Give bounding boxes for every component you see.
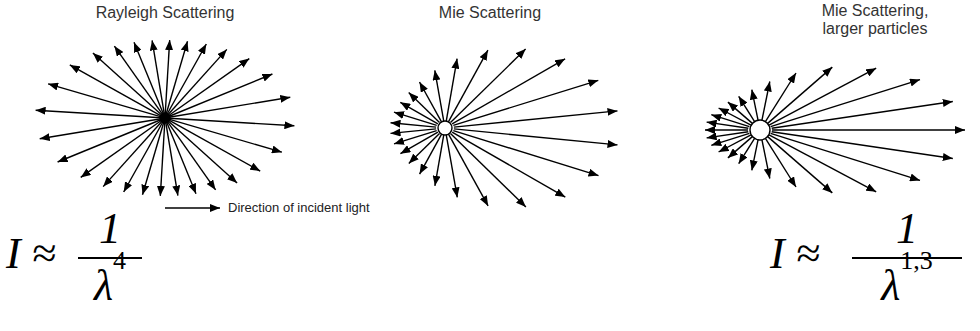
scatter-ray bbox=[449, 134, 489, 206]
formula-lhs: I ≈ bbox=[770, 230, 820, 278]
scatter-ray bbox=[705, 129, 748, 130]
incident-light-arrow bbox=[165, 207, 220, 208]
scatter-rays bbox=[36, 40, 965, 207]
particle bbox=[750, 120, 770, 140]
incident-light-label: Direction of incident light bbox=[228, 200, 370, 215]
scatter-ray bbox=[739, 96, 756, 123]
scatter-ray bbox=[454, 111, 618, 127]
formula-denominator: λ1,3 bbox=[881, 262, 933, 310]
scatter-ray bbox=[435, 70, 444, 121]
formula-denominator: λ4 bbox=[94, 262, 126, 310]
scatter-ray bbox=[448, 50, 488, 122]
scatter-ray bbox=[446, 135, 457, 198]
scatter-ray bbox=[761, 137, 769, 178]
exponent: 1,3 bbox=[900, 248, 933, 274]
scatter-ray bbox=[453, 131, 598, 176]
scatter-ray bbox=[707, 132, 749, 138]
scatter-ray bbox=[452, 132, 565, 197]
scatter-ray bbox=[40, 119, 161, 139]
wavelength-symbol: λ bbox=[881, 262, 900, 310]
scatter-ray bbox=[769, 68, 876, 125]
scatter-ray bbox=[451, 133, 526, 207]
exponent: 4 bbox=[113, 248, 126, 274]
scatter-ray bbox=[451, 49, 526, 123]
scatter-ray bbox=[767, 136, 833, 193]
scatter-ray bbox=[169, 120, 261, 171]
scatter-ray bbox=[719, 108, 751, 125]
scatter-ray bbox=[769, 135, 876, 192]
scatter-ray bbox=[752, 90, 759, 123]
particle bbox=[160, 113, 170, 123]
scatter-ray bbox=[772, 129, 965, 130]
scatter-ray bbox=[143, 122, 164, 195]
scatter-ray bbox=[452, 59, 565, 124]
formula-lhs: I ≈ bbox=[6, 230, 56, 278]
pattern-title: Mie Scattering bbox=[390, 4, 590, 22]
formula-numerator: 1 bbox=[99, 205, 121, 253]
particle bbox=[438, 121, 452, 135]
pattern-title: Mie Scattering, larger particles bbox=[800, 2, 950, 39]
scatter-ray bbox=[435, 135, 444, 186]
formula-numerator: 1 bbox=[896, 205, 918, 253]
scatter-ray bbox=[168, 59, 249, 116]
scatter-ray bbox=[454, 129, 618, 145]
scatter-ray bbox=[771, 133, 920, 180]
scatter-ray bbox=[764, 137, 796, 187]
scatter-ray bbox=[453, 80, 598, 125]
scatter-ray bbox=[70, 65, 162, 116]
scatter-ray bbox=[391, 129, 437, 134]
scatter-ray bbox=[707, 122, 749, 128]
scatter-ray bbox=[166, 41, 187, 114]
scatter-ray bbox=[166, 122, 178, 196]
wavelength-symbol: λ bbox=[94, 262, 113, 310]
scatter-ray bbox=[764, 73, 796, 123]
scatter-ray bbox=[446, 59, 457, 122]
scatter-ray bbox=[711, 133, 749, 145]
fraction-bar bbox=[78, 257, 142, 259]
scatter-ray bbox=[81, 120, 162, 177]
scatter-ray bbox=[169, 97, 290, 117]
pattern-title: Rayleigh Scattering bbox=[65, 4, 265, 22]
scatter-ray bbox=[409, 93, 440, 123]
scatter-ray bbox=[771, 80, 920, 127]
scatter-ray bbox=[152, 40, 164, 114]
scatter-ray bbox=[767, 67, 833, 124]
scatter-ray bbox=[772, 132, 953, 159]
scatter-ray bbox=[58, 120, 162, 163]
scatter-ray bbox=[772, 102, 953, 129]
scatter-ray bbox=[169, 74, 273, 117]
